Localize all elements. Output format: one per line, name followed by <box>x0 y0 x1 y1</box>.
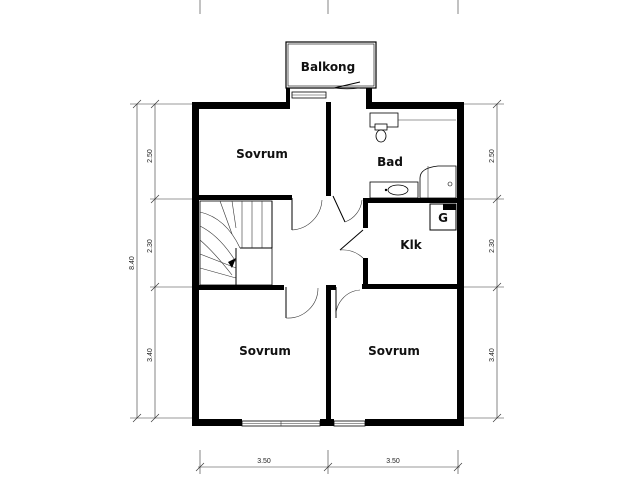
dim-left-bottom: 3.40 <box>147 348 154 362</box>
balcony-label: Balkong <box>301 60 355 74</box>
staircase <box>199 200 273 286</box>
bathroom-fixtures: Bad <box>369 112 457 199</box>
bathroom-label: Bad <box>377 155 403 169</box>
dim-bottom-right: 3.50 <box>386 458 400 465</box>
toilet-icon <box>375 129 387 143</box>
interior-walls <box>192 102 464 426</box>
kitchen-label: Klk <box>400 238 422 252</box>
kitchen: G Klk <box>400 203 457 252</box>
door-swings <box>285 195 364 319</box>
shower-icon <box>419 165 457 199</box>
dim-total-height: 8.40 <box>129 256 136 270</box>
balcony-door <box>333 81 361 90</box>
right-dimensions: 2.50 2.30 3.40 <box>464 99 504 423</box>
dim-left-middle: 2.30 <box>147 239 154 253</box>
dim-right-middle: 2.30 <box>489 239 496 253</box>
dim-right-top: 2.50 <box>489 149 496 163</box>
dim-right-bottom: 3.40 <box>489 348 496 362</box>
stove-label: G <box>438 211 448 225</box>
windows <box>241 91 366 427</box>
sink-icon <box>387 184 409 196</box>
stair-arrow-icon <box>228 258 236 268</box>
dim-left-top: 2.50 <box>147 149 154 163</box>
balcony: Balkong <box>285 41 377 89</box>
bottom-dimensions: 3.50 3.50 <box>195 450 463 474</box>
bedroom-top-left-label: Sovrum <box>236 147 288 161</box>
bedroom-bottom-left-label: Sovrum <box>239 344 291 358</box>
left-dimensions: 8.40 2.50 2.30 3.40 <box>129 99 192 423</box>
bedroom-bottom-right-label: Sovrum <box>368 344 420 358</box>
dim-bottom-left: 3.50 <box>257 458 271 465</box>
